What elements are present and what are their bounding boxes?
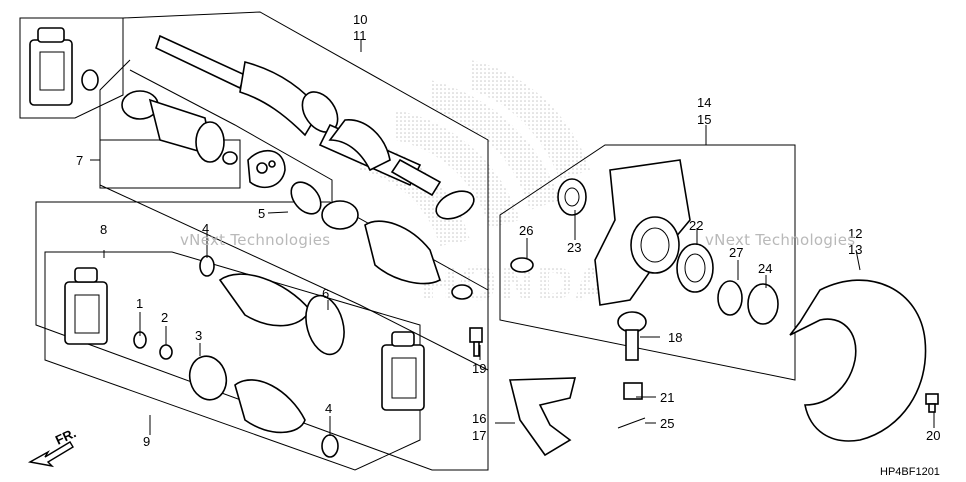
grease-bottle-top (29, 27, 99, 106)
callout-23: 23 (567, 240, 581, 255)
watermark-left: vNext Technologies (180, 231, 330, 249)
castle-nut (623, 382, 643, 400)
group-outline-8 (44, 251, 421, 471)
callout-13: 13 (848, 242, 862, 257)
callout-2: 2 (161, 310, 168, 325)
watermarks: vNext Technologies vNext Technologies (180, 231, 855, 249)
grease-bottle-lower-right (381, 331, 425, 411)
callout-7: 7 (76, 153, 83, 168)
arm-guard (508, 377, 577, 457)
group-outline-oil-top (19, 17, 124, 119)
bearing-cage (247, 149, 322, 215)
callout-3: 3 (195, 328, 202, 343)
callout-19: 19 (472, 361, 486, 376)
callout-4-upper: 4 (202, 221, 209, 236)
callout-5: 5 (258, 206, 265, 221)
callout-6: 6 (322, 286, 329, 301)
callout-15: 15 (697, 112, 711, 127)
callout-22: 22 (689, 218, 703, 233)
flange-bolt-19 (469, 327, 483, 357)
knuckle (510, 159, 691, 306)
cv-joint-inner (121, 90, 238, 165)
callout-4-lower: 4 (325, 401, 332, 416)
group-outline-knuckle (499, 144, 796, 381)
callout-20: 20 (926, 428, 940, 443)
wheel-bearing (676, 243, 779, 325)
callout-18: 18 (668, 330, 682, 345)
callout-11: 11 (353, 28, 367, 43)
drive-shaft-assembly (155, 34, 442, 197)
watermark-right: vNext Technologies (705, 231, 855, 249)
callout-9: 9 (143, 434, 150, 449)
group-outline-9 (35, 201, 489, 471)
callout-12: 12 (848, 226, 862, 241)
lower-boot-assembly (133, 255, 345, 458)
upper-boot-assembly (321, 190, 475, 300)
cotter-pin (617, 417, 646, 429)
callout-14: 14 (697, 95, 711, 110)
callout-17: 17 (472, 428, 486, 443)
front-direction-arrow: FR. (27, 425, 78, 468)
screw-20 (925, 393, 939, 413)
callout-27: 27 (729, 245, 743, 260)
diagram-code: HP4BF1201 (880, 466, 940, 478)
disc-cover (789, 279, 927, 442)
callout-24: 24 (758, 261, 772, 276)
callout-1: 1 (136, 296, 143, 311)
grease-bottle-lower-left (64, 267, 108, 345)
callout-16: 16 (472, 411, 486, 426)
leader-lines (90, 40, 935, 436)
ball-joint (617, 311, 647, 361)
callout-8: 8 (100, 222, 107, 237)
front-label: FR. (53, 425, 78, 447)
callout-10: 10 (353, 12, 367, 27)
callout-21: 21 (660, 390, 674, 405)
callout-26: 26 (519, 223, 533, 238)
callout-25: 25 (660, 416, 674, 431)
callout-labels: 10 11 7 5 8 4 6 1 2 3 4 9 14 15 26 23 22… (76, 12, 940, 449)
